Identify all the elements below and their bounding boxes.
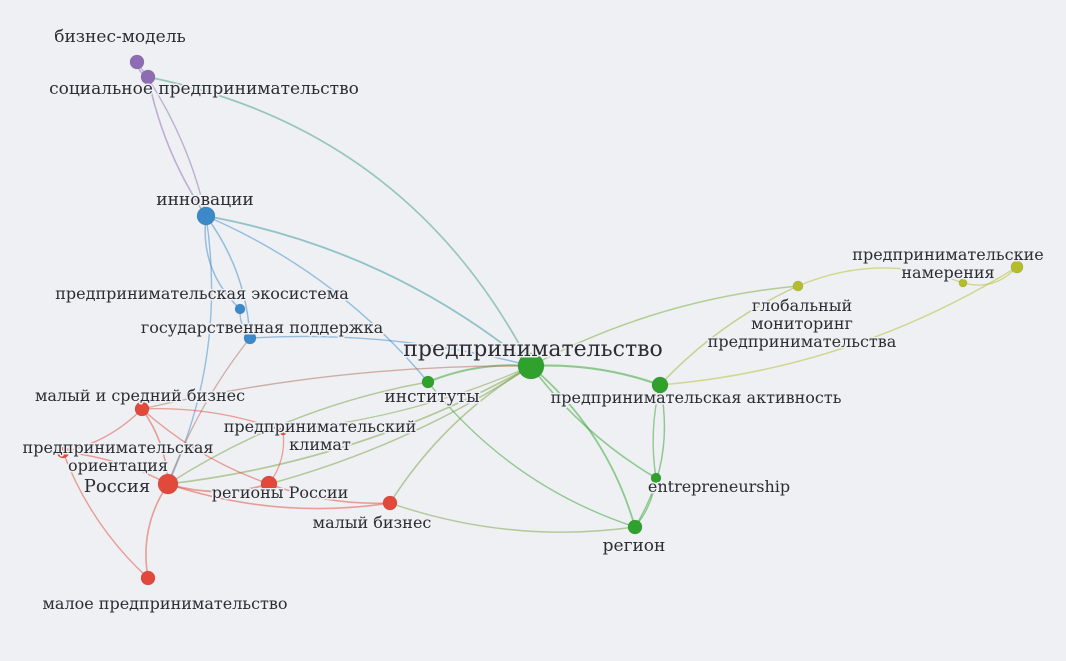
- edge-social_entrepreneurship--entrepreneurship: [147, 76, 532, 367]
- edge-entrepreneurship--regions_of_russia: [268, 365, 532, 485]
- edge-innovation--institutions: [205, 215, 429, 383]
- node-label-entrepreneurial_ecosystem[interactable]: предпринимательская экосистема: [54, 283, 351, 305]
- edge-regions_of_russia--sme: [141, 408, 270, 485]
- node-label-business_model[interactable]: бизнес-модель: [53, 26, 188, 49]
- node-social_entrepreneurship[interactable]: [140, 69, 156, 85]
- node-entrepreneurial_intentions[interactable]: [1010, 260, 1024, 274]
- edge-sme--entrepreneurial_climate: [141, 408, 284, 432]
- edge-gem--intentions_secondary: [797, 267, 964, 287]
- edge-entrepreneurial_activity--region: [634, 384, 666, 528]
- node-region[interactable]: [627, 519, 643, 535]
- edge-regions_of_russia--small_business: [268, 483, 391, 505]
- edge-entrepreneurial_activity--gem: [659, 285, 799, 386]
- nodes-layer: [56, 54, 1024, 586]
- node-label-russia[interactable]: Россия: [82, 475, 151, 499]
- node-sme[interactable]: [134, 401, 150, 417]
- edge-institutions--region: [427, 381, 636, 528]
- edge-innovation--state_support: [205, 215, 251, 339]
- edge-entrepreneurship--entrepreneurship_en: [530, 365, 657, 479]
- node-gem[interactable]: [792, 280, 804, 292]
- edge-russia--small_business: [167, 483, 391, 510]
- node-label-state_support[interactable]: государственная поддержка: [139, 317, 385, 339]
- edge-sme--entrepreneurship: [141, 365, 532, 410]
- edge-entrepreneurship--russia: [167, 365, 532, 485]
- labels-layer: бизнес-модель социальное предпринимательс…: [21, 26, 1045, 615]
- node-small_entrepreneurship[interactable]: [140, 570, 156, 586]
- node-label-region[interactable]: регион: [601, 535, 667, 558]
- edge-social_entrepreneurship--innovation: [147, 76, 207, 217]
- edge-state_support--russia: [167, 337, 251, 485]
- node-entrepreneurship_en[interactable]: [650, 472, 662, 484]
- node-entrepreneurial_climate[interactable]: [278, 426, 288, 436]
- node-entrepreneurship[interactable]: [517, 352, 545, 380]
- node-label-institutions[interactable]: институты: [383, 386, 481, 409]
- edge-state_support--entrepreneurship: [249, 335, 532, 367]
- edge-institutions--russia: [167, 381, 429, 485]
- edge-entrepreneurial_orientation--small_entrepreneurship: [62, 451, 149, 579]
- edges-layer: [62, 61, 1018, 579]
- edge-small_business--region: [389, 502, 636, 533]
- node-label-innovation[interactable]: инновации: [155, 189, 256, 212]
- node-entrepreneurial_activity[interactable]: [651, 376, 669, 394]
- node-label-small_business[interactable]: малый бизнес: [311, 512, 433, 534]
- edge-entrepreneurship--gem: [530, 285, 799, 367]
- node-label-small_entrepreneurship[interactable]: малое предпринимательство: [41, 593, 289, 615]
- edge-russia--entrepreneurial_orientation: [62, 451, 169, 485]
- node-institutions[interactable]: [421, 375, 435, 389]
- edge-sme--entrepreneurial_orientation: [62, 408, 143, 453]
- node-small_business[interactable]: [382, 495, 398, 511]
- edge-innovation--entrepreneurship: [205, 215, 532, 367]
- node-regions_of_russia[interactable]: [260, 475, 278, 493]
- edge-entrepreneurial_climate--entrepreneurship: [282, 365, 532, 432]
- edge-entrepreneurship--entrepreneurial_activity: [529, 364, 662, 387]
- node-entrepreneurial_orientation[interactable]: [56, 445, 70, 459]
- edge-entrepreneurial_activity--entrepreneurial_intentions: [659, 266, 1018, 386]
- edge-entrepreneurship--region: [530, 365, 636, 528]
- edge-entrepreneurial_activity--entrepreneurship_en: [652, 384, 661, 479]
- node-innovation[interactable]: [196, 206, 216, 226]
- node-intentions_secondary[interactable]: [958, 278, 968, 288]
- node-business_model[interactable]: [129, 54, 145, 70]
- node-label-entrepreneurship_en[interactable]: entrepreneurship: [646, 476, 791, 498]
- node-label-entrepreneurship[interactable]: предпринимательство: [402, 336, 665, 364]
- node-label-social_entrepreneurship[interactable]: социальное предпринимательство: [48, 78, 361, 101]
- node-russia[interactable]: [157, 473, 179, 495]
- node-label-regions_of_russia[interactable]: регионы России: [210, 482, 350, 504]
- node-label-sme[interactable]: малый и средний бизнес: [33, 385, 246, 407]
- node-state_support[interactable]: [243, 331, 257, 345]
- node-entrepreneurial_ecosystem[interactable]: [234, 303, 246, 315]
- edge-russia--small_entrepreneurship: [145, 483, 169, 579]
- node-label-entrepreneurial_activity[interactable]: предпринимательская активность: [549, 387, 843, 409]
